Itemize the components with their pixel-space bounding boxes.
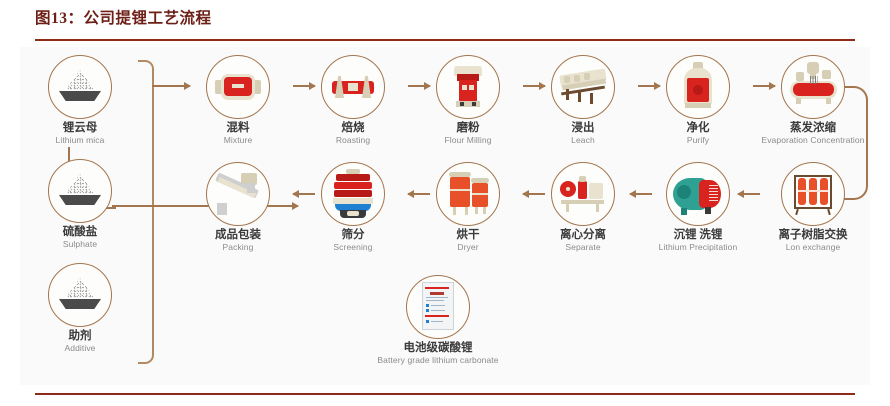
leach-tank-icon — [551, 55, 615, 119]
process-label-cn: 浸出 — [571, 122, 595, 134]
dryer-icon — [436, 162, 500, 226]
input-label-en: Lithium mica — [55, 135, 105, 145]
arrow-milling-to-leach — [523, 81, 546, 90]
arrow-into-product — [112, 201, 299, 210]
process-label-en: Roasting — [335, 135, 371, 145]
arrow-mixture-to-roasting — [293, 81, 316, 90]
process-node-mixture[interactable]: 混料 Mixture — [190, 55, 286, 146]
process-label-en: Dryer — [457, 242, 479, 252]
process-label-cn: 烘干 — [456, 229, 480, 241]
process-node-flour-milling[interactable]: 磨粉 Flour Milling — [420, 55, 516, 146]
evaporator-icon — [781, 55, 845, 119]
powder-bowl-icon — [48, 263, 112, 327]
precipitator-icon — [666, 162, 730, 226]
process-label-en: Lon exchange — [785, 242, 841, 252]
arrow-leach-to-purify — [638, 81, 661, 90]
powder-bowl-icon — [48, 159, 112, 223]
powder-bowl-icon — [48, 55, 112, 119]
input-node-additive[interactable]: 助剂 Additive — [32, 263, 128, 354]
process-node-separate[interactable]: 离心分离 Separate — [535, 162, 631, 253]
process-label-en: Separate — [565, 242, 601, 252]
process-label-cn: 筛分 — [341, 229, 365, 241]
process-label-en: Flour Milling — [444, 135, 492, 145]
input-label-en: Additive — [64, 343, 96, 353]
process-label-cn: 蒸发浓缩 — [790, 122, 836, 134]
arrow-inputs-to-mixture — [152, 81, 191, 90]
arrow-separate-to-dryer — [522, 189, 545, 198]
process-label-cn: 沉锂 洗锂 — [673, 229, 723, 241]
input-label-cn: 助剂 — [68, 330, 92, 342]
process-node-evaporation[interactable]: 蒸发浓缩 Evaporation Concentration — [748, 55, 878, 146]
process-node-purify[interactable]: 净化 Purify — [650, 55, 746, 146]
kiln-icon — [321, 55, 385, 119]
footer-divider — [35, 393, 855, 395]
output-label-en: Battery grade lithium carbonate — [377, 355, 499, 365]
purifier-icon — [666, 55, 730, 119]
input-label-cn: 锂云母 — [62, 122, 98, 134]
process-label-cn: 净化 — [686, 122, 710, 134]
ion-exchange-icon — [781, 162, 845, 226]
process-label-en: Leach — [571, 135, 595, 145]
conveyor-icon — [206, 162, 270, 226]
process-label-cn: 离子树脂交换 — [778, 229, 848, 241]
process-label-en: Lithium Precipitation — [658, 242, 738, 252]
figure-header: 图13：公司提锂工艺流程 — [35, 9, 855, 43]
input-node-lithium-mica[interactable]: 锂云母 Lithium mica — [32, 55, 128, 146]
centrifuge-icon — [551, 162, 615, 226]
process-node-lithium-precipitation[interactable]: 沉锂 洗锂 Lithium Precipitation — [633, 162, 763, 253]
process-label-cn: 混料 — [226, 122, 250, 134]
process-node-roasting[interactable]: 焙烧 Roasting — [305, 55, 401, 146]
process-label-en: Mixture — [223, 135, 253, 145]
process-label-en: Evaporation Concentration — [761, 135, 865, 145]
process-label-cn: 离心分离 — [560, 229, 606, 241]
arrow-purify-to-evaporation — [753, 81, 776, 90]
input-label-cn: 硫酸盐 — [62, 226, 98, 238]
inputs-grouping-bracket — [138, 60, 154, 364]
input-label-en: Sulphate — [62, 239, 98, 249]
process-flow-diagram: 锂云母 Lithium mica 硫酸盐 Sulphate 助剂 Additiv… — [20, 47, 870, 385]
process-node-leach[interactable]: 浸出 Leach — [535, 55, 631, 146]
process-label-cn: 焙烧 — [341, 122, 365, 134]
page-title: 图13：公司提锂工艺流程 — [35, 10, 212, 27]
process-label-en: Purify — [686, 135, 710, 145]
process-node-dryer[interactable]: 烘干 Dryer — [420, 162, 516, 253]
process-node-packing[interactable]: 成品包装 Packing — [190, 162, 286, 253]
process-label-en: Screening — [333, 242, 373, 252]
arrow-precipitation-to-separate — [629, 189, 652, 198]
process-label-cn: 磨粉 — [456, 122, 480, 134]
arrow-roasting-to-milling — [408, 81, 431, 90]
input-node-sulphate[interactable]: 硫酸盐 Sulphate — [32, 159, 128, 250]
arrow-screening-to-packing — [292, 189, 315, 198]
output-node-lithium-carbonate[interactable]: 电池级碳酸锂 Battery grade lithium carbonate — [373, 275, 503, 366]
arrow-dryer-to-screening — [407, 189, 430, 198]
process-label-cn: 成品包装 — [215, 229, 261, 241]
arrow-ion-exchange-to-precipitation — [737, 189, 760, 198]
product-bag-icon — [406, 275, 470, 339]
sieve-icon — [321, 162, 385, 226]
process-node-screening[interactable]: 筛分 Screening — [305, 162, 401, 253]
output-label-cn: 电池级碳酸锂 — [403, 342, 473, 354]
title-divider — [35, 39, 855, 41]
connector-row1-to-row2 — [836, 86, 868, 200]
mixer-icon — [206, 55, 270, 119]
mill-icon — [436, 55, 500, 119]
process-node-ion-exchange[interactable]: 离子树脂交换 Lon exchange — [748, 162, 878, 253]
process-label-en: Packing — [222, 242, 254, 252]
